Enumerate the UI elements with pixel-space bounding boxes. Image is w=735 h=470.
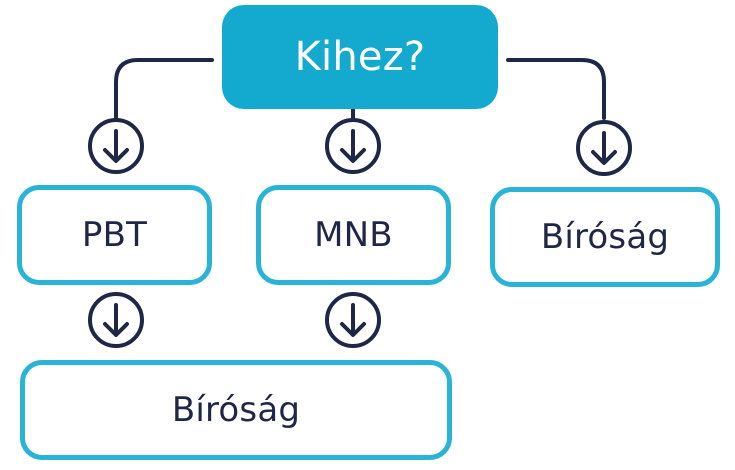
node-birosag-bottom-label: Bíróság: [171, 390, 301, 430]
connector-root-to-birosag-right: [506, 58, 606, 120]
arrow-down-circle-icon: [88, 118, 144, 174]
arrow-down-circle-icon: [325, 292, 381, 348]
root-node-label: Kihez?: [294, 34, 426, 80]
arrow-down-circle-icon: [325, 118, 381, 174]
arrow-down-circle-icon: [88, 292, 144, 348]
node-pbt: PBT: [17, 185, 212, 285]
node-birosag-bottom: Bíróság: [20, 360, 452, 460]
node-pbt-label: PBT: [81, 215, 148, 255]
node-mnb: MNB: [256, 185, 451, 285]
node-mnb-label: MNB: [314, 215, 393, 255]
connector-root-to-pbt: [114, 58, 214, 120]
node-birosag-right: Bíróság: [490, 187, 720, 287]
arrow-down-circle-icon: [576, 120, 632, 176]
node-birosag-right-label: Bíróság: [540, 217, 670, 257]
root-node: Kihez?: [222, 5, 498, 109]
